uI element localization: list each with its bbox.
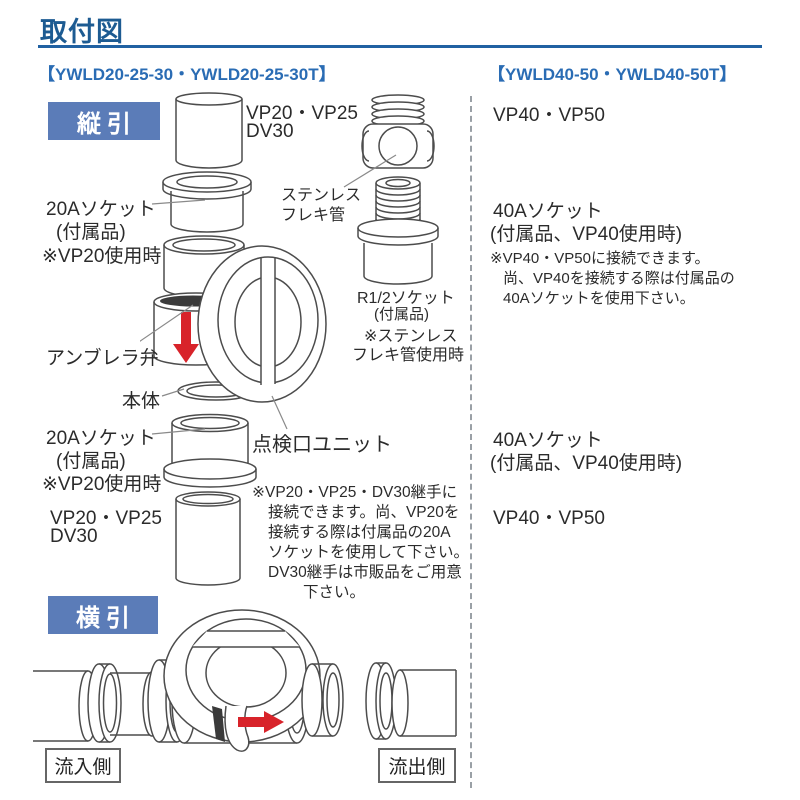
- top-pipe-shape: [175, 92, 243, 169]
- left-note-line6: 下さい。: [303, 584, 366, 601]
- ring-right-shape: [365, 662, 397, 740]
- label-socket-bottom-line3: ※VP20使用時: [42, 474, 162, 495]
- label-top-pipe-line1: VP20・VP25: [246, 103, 358, 124]
- right-note-line1: ※VP40・VP50に接続できます。: [490, 250, 710, 267]
- label-r12-line3: ※ステンレス: [364, 328, 458, 345]
- right-socket-top-line2: (付属品、VP40使用時): [490, 224, 683, 245]
- left-note-line4: ソケットを使用して下さい。: [268, 544, 470, 561]
- inspection-port-shape: [197, 245, 327, 403]
- label-socket-top-line1: 20Aソケット: [46, 199, 156, 220]
- label-bottom-pipe-line2: DV30: [50, 526, 98, 547]
- label-umbrella-valve: アンブレラ弁: [46, 348, 159, 369]
- label-socket-bottom-line2: (付属品): [56, 451, 126, 472]
- label-socket-bottom-line1: 20Aソケット: [46, 428, 156, 449]
- umbrella-valve-horizontal-shape: [212, 706, 225, 742]
- vertical-assembly-diagram: [140, 92, 439, 586]
- outflow-side-box: 流出側: [378, 748, 456, 783]
- left-note-line5: DV30継手は市販品をご用意: [268, 564, 462, 581]
- right-socket-bottom-line2: (付属品、VP40使用時): [490, 453, 683, 474]
- label-bottom-pipe-line1: VP20・VP25: [50, 508, 162, 529]
- stainless-flex-pipe-shape: [361, 94, 435, 169]
- right-socket-bottom-line1: 40Aソケット: [493, 430, 603, 451]
- label-top-pipe-line2: DV30: [246, 121, 294, 142]
- title-underline: [38, 45, 762, 48]
- label-socket-top-line2: (付属品): [56, 222, 126, 243]
- flow-arrow-down-icon: [173, 312, 199, 363]
- label-body: 本体: [122, 391, 161, 412]
- label-inspection-unit: 点検口ユニット: [252, 434, 392, 456]
- flow-arrow-right-icon: [238, 711, 284, 733]
- socket-right-shape: [301, 663, 344, 737]
- r12-socket-shape: [357, 176, 439, 285]
- inspection-port-horizontal-shape: [163, 609, 321, 743]
- horizontal-install-badge: 横引: [48, 596, 158, 634]
- label-r12-line4: フレキ管使用時: [352, 347, 465, 364]
- right-note-line3: 40Aソケットを使用下さい。: [503, 290, 695, 307]
- left-note-line2: 接続できます。尚、VP20を: [268, 504, 460, 521]
- right-note-line2: 尚、VP40を接続する際は付属品の: [503, 270, 735, 287]
- label-flex-line1: ステンレス: [281, 187, 362, 204]
- inflow-side-box: 流入側: [45, 748, 121, 783]
- vertical-install-badge: 縦引: [48, 102, 160, 140]
- label-r12-line2: (付属品): [374, 306, 429, 323]
- label-flex-line2: フレキ管: [281, 207, 346, 224]
- right-model-heading: 【YWLD40-50・YWLD40-50T】: [488, 65, 737, 84]
- ring-left-shape: [87, 663, 122, 743]
- left-model-heading: 【YWLD20-25-30・YWLD20-25-30T】: [38, 65, 336, 84]
- socket-20a-bottom-shape: [163, 413, 257, 488]
- left-note-line1: ※VP20・VP25・DV30継手に: [252, 484, 458, 501]
- right-bottom-pipe-label: VP40・VP50: [493, 508, 605, 529]
- right-socket-top-line1: 40Aソケット: [493, 201, 603, 222]
- right-top-pipe-label: VP40・VP50: [493, 105, 605, 126]
- horizontal-assembly-diagram: [33, 609, 457, 752]
- bottom-pipe-shape: [175, 491, 241, 586]
- spout-shape: [224, 705, 250, 752]
- label-socket-top-line3: ※VP20使用時: [42, 246, 162, 267]
- leader-lines: [140, 154, 397, 435]
- page-title: 取付図: [40, 17, 124, 47]
- outflow-pipe-shape: [391, 669, 457, 737]
- left-note-line3: 接続する際は付属品の20A: [268, 524, 451, 541]
- label-r12-line1: R1/2ソケット: [357, 290, 455, 307]
- column-divider: [470, 96, 472, 788]
- socket-20a-top-shape: [162, 171, 252, 233]
